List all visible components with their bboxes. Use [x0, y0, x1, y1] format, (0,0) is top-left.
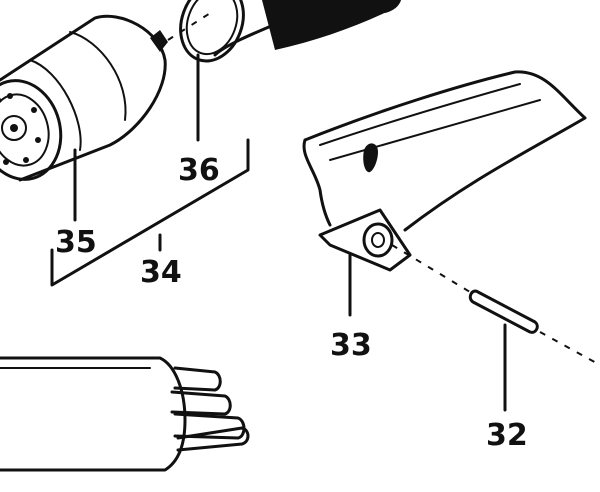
cable-bundle: [0, 356, 250, 472]
callout-33: 33: [330, 328, 372, 363]
callout-36: 36: [178, 153, 220, 188]
bracket-34: [50, 138, 250, 287]
motor-part-35: [0, 9, 216, 182]
callout-32: 32: [486, 418, 528, 453]
upper-housing-part: [213, 0, 401, 57]
blade-part-33: [302, 70, 587, 293]
ring-part-36: [179, 0, 245, 63]
leader-lines: [50, 53, 507, 412]
callout-35: 35: [55, 225, 97, 260]
pin-part-32: [468, 289, 600, 366]
callout-34: 34: [140, 255, 182, 290]
